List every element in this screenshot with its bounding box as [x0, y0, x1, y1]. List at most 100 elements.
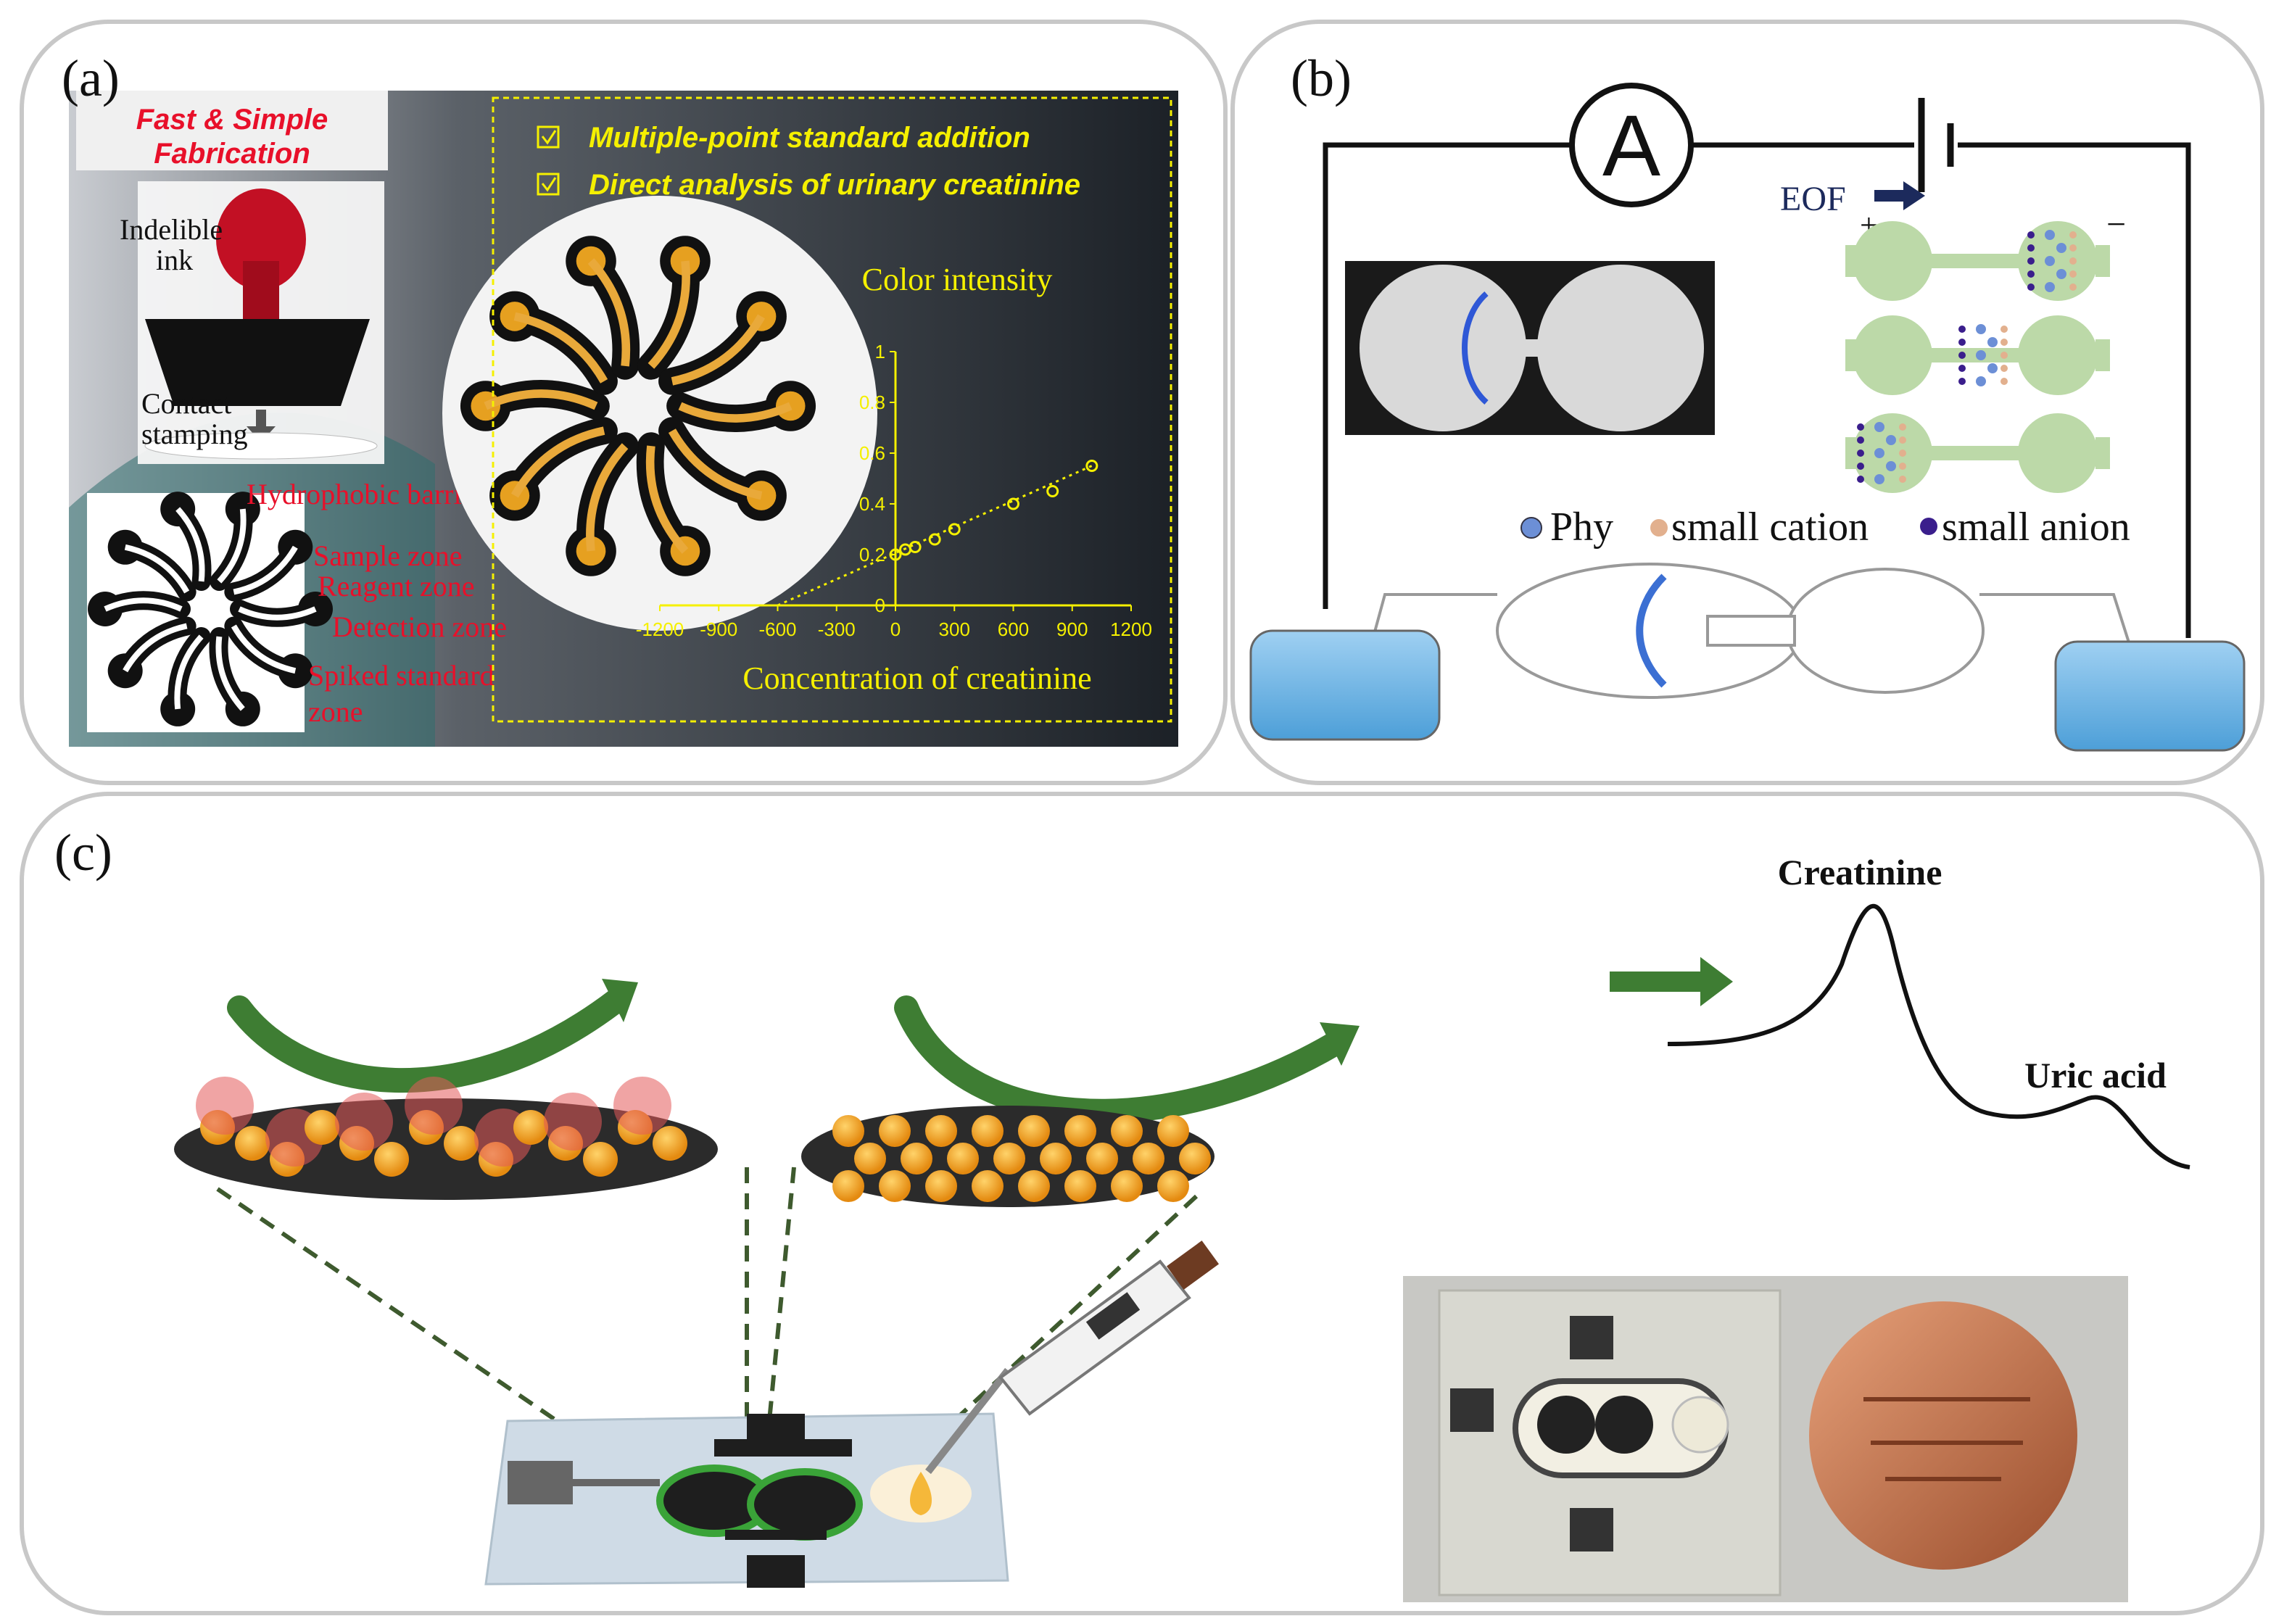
anion-particle: [1857, 423, 1864, 431]
plot-y-tick-label: 0.8: [859, 392, 885, 413]
anion-particle: [1857, 436, 1864, 444]
chip-photo-channel: [1519, 339, 1555, 357]
check-text-2: Direct analysis of urinary creatinine: [589, 169, 1080, 201]
voltammogram-trace: [1667, 904, 2190, 1169]
ammeter-label: A: [1602, 97, 1660, 194]
banner-line-2: Fabrication: [154, 138, 310, 170]
chip-photo-right-disc: [1537, 265, 1704, 431]
phy-particle: [1987, 337, 1998, 347]
phy-particle: [2045, 256, 2055, 266]
small-flower: [88, 492, 333, 726]
anion-particle: [1958, 352, 1966, 359]
check-mark-1: [541, 130, 557, 145]
anion-particle: [1958, 339, 1966, 346]
flower-channel-inner: [123, 623, 188, 673]
chip-channel: [1929, 254, 2023, 268]
stamp-illustration: Fast & Simple Fabrication Indelible ink …: [76, 91, 388, 464]
stamp-head: [145, 319, 370, 406]
phy-particle: [2045, 230, 2055, 240]
chip-photo-blue-band: [1462, 291, 1489, 405]
legend-phy: Phy: [1550, 505, 1613, 550]
flower-channel-inner: [645, 445, 689, 554]
peak-label-creatinine: Creatinine: [1778, 852, 1942, 892]
gold-nanoparticle: [854, 1143, 886, 1174]
legend-anion: small anion: [1942, 505, 2130, 550]
flower-channel-inner: [513, 312, 608, 384]
plot-y-tick-label: 0.4: [859, 493, 885, 515]
gold-nanoparticle: [1086, 1143, 1118, 1174]
checklist: Multiple-point standard addition Direct …: [537, 122, 1080, 201]
phy-particle: [1874, 474, 1884, 484]
nanoparticles-bare: [832, 1115, 1211, 1202]
gold-nanoparticle: [1064, 1170, 1096, 1202]
device-photo-sample-zone: [1671, 1396, 1729, 1454]
gold-nanoparticle: [901, 1143, 932, 1174]
flower-channel-inner: [124, 544, 190, 594]
gold-nanoparticle: [1133, 1143, 1164, 1174]
flower-dot: [670, 246, 700, 276]
zone-label-barrier: Hydrophobic barrier: [247, 478, 484, 510]
gold-nanoparticle: [583, 1142, 618, 1177]
phy-particle: [1886, 435, 1896, 445]
panel-c: Creatinine Uric acid: [20, 792, 2264, 1615]
banner-box: [76, 91, 388, 170]
anion-particle: [1857, 450, 1864, 457]
gold-nanoparticle: [1111, 1170, 1143, 1202]
reservoir-left: [1249, 629, 1441, 741]
flower-lobe: [278, 529, 313, 565]
chip-right-chamber: [2018, 221, 2098, 301]
zone-label-spiked: Spiked standard: [308, 659, 495, 692]
plot-x-tick-label: 900: [1056, 618, 1088, 640]
check-box-2: [537, 173, 560, 196]
device-photo-pad-top: [1570, 1316, 1613, 1359]
gold-nanoparticle: [993, 1143, 1025, 1174]
legend-phy-dot: [1520, 517, 1542, 539]
gold-nanoparticle: [832, 1115, 864, 1147]
stamp-handle: [216, 188, 306, 290]
phy-particle: [1976, 324, 1986, 334]
plot-y-tick-label: 0: [875, 594, 885, 616]
plot-x-tick-label: 300: [939, 618, 970, 640]
anion-particle: [2027, 231, 2035, 239]
chip-left-chamber: [1853, 221, 1932, 301]
phy-particle: [1874, 448, 1884, 458]
phy-particle: [1987, 363, 1998, 373]
gold-nanoparticle: [925, 1170, 957, 1202]
penny-engraving: [1863, 1397, 2030, 1481]
cation-particle: [2000, 339, 2008, 346]
flower-channel-inner: [215, 636, 245, 711]
reaction-arrow-1-head: [602, 979, 638, 1022]
gold-nanoparticle: [235, 1126, 270, 1161]
contact-label-2: stamping: [141, 418, 248, 450]
plot-x-tick-label: -900: [700, 618, 737, 640]
cation-particle: [2069, 270, 2077, 278]
large-flower: [460, 236, 816, 576]
reaction-arrow-1: [227, 988, 629, 1093]
gold-nanoparticle: [832, 1170, 864, 1202]
plot-point: [1085, 460, 1098, 472]
plot-x-tick-label: 0: [890, 618, 901, 640]
cation-particle: [1899, 423, 1906, 431]
panel-a: Fast & Simple Fabrication Indelible ink …: [20, 20, 1228, 785]
chip-inlet: [1845, 245, 1860, 277]
anion-particle: [2027, 257, 2035, 265]
flower-channel-inner: [671, 314, 766, 386]
anion-particle: [2027, 283, 2035, 291]
flower-channel-inner: [175, 507, 205, 582]
enzyme-cluster: [613, 1077, 671, 1135]
cation-particle: [2069, 231, 2077, 239]
gold-nanoparticle: [879, 1170, 911, 1202]
chip-outlet: [2095, 245, 2110, 277]
device-photo-electrode-1: [1537, 1396, 1595, 1454]
gold-nanoparticle: [972, 1170, 1004, 1202]
plot-ylabel: Color intensity: [862, 262, 1053, 297]
enzyme-cluster: [405, 1077, 463, 1135]
plot-y-tick-label: 1: [875, 341, 885, 362]
contact-label-1: Contact: [141, 387, 231, 420]
enzyme-cluster: [335, 1093, 393, 1151]
flower-channel-inner: [678, 402, 793, 423]
gold-nanoparticle: [374, 1142, 409, 1177]
chip-left-chamber: [1853, 413, 1932, 493]
phy-band: [1636, 573, 1667, 688]
